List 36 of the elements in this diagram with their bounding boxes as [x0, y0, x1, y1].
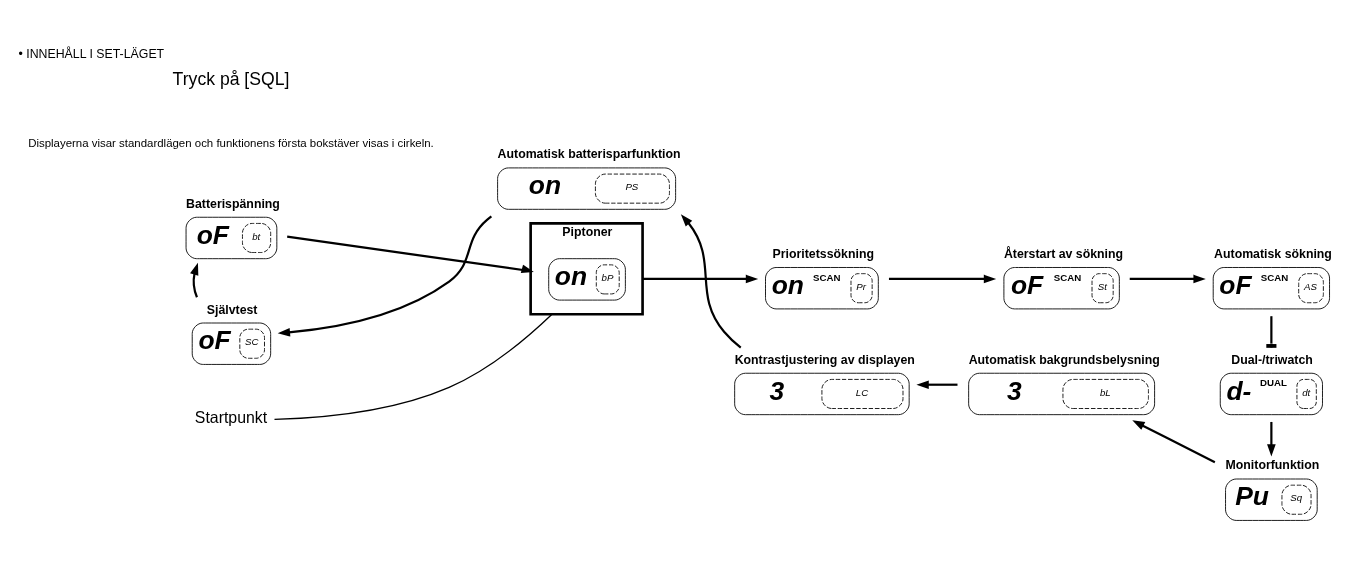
node-label: Kontrastjustering av displayen — [734, 352, 915, 367]
connector — [273, 313, 553, 420]
node-label: Automatisk sökning — [1214, 246, 1332, 261]
diagram-title: • INNEHÅLL I SET-LÄGET — [18, 46, 165, 61]
node-box: oF SCAN St — [1003, 267, 1120, 310]
node-label: Batterispänning — [186, 196, 280, 211]
arrow — [916, 380, 958, 390]
arrow — [642, 274, 759, 284]
arrow — [190, 262, 199, 298]
label: Displayerna visar standardlägen och funktionens första bokstäver visas i cirkeln. — [28, 137, 434, 150]
node-box: 3 bL — [968, 372, 1156, 416]
arrow — [888, 274, 997, 284]
node-label: Självtest — [206, 302, 258, 317]
node-label: Dual-/triwatch — [1231, 352, 1313, 367]
arrow — [1132, 420, 1216, 464]
arrow — [287, 235, 534, 274]
node-box: on SCAN Pr — [765, 267, 879, 310]
node-label: Automatisk bakgrundsbelysning — [968, 352, 1160, 367]
label: Tryck på [SQL] — [172, 69, 290, 90]
node-box: oF SCAN AS — [1212, 267, 1330, 310]
node-box: 3 LC — [734, 372, 910, 416]
node-label: Återstart av sökning — [1003, 246, 1124, 261]
node-box: d- DUAL dt — [1219, 372, 1323, 416]
node-box: Pu Sq — [1225, 478, 1318, 521]
node-label: Automatisk batterisparfunktion — [497, 147, 681, 162]
arrow — [1129, 274, 1206, 284]
node-box: oF bt — [185, 216, 278, 260]
node-label: Monitorfunktion — [1225, 458, 1320, 473]
node-box: on bP — [548, 258, 626, 301]
arrow — [680, 214, 742, 349]
arrow — [1267, 421, 1276, 457]
arrow — [277, 215, 493, 337]
node-text: Startpunkt — [194, 408, 268, 426]
node-box: on PS — [497, 167, 677, 210]
node-box: oF SC — [191, 322, 272, 365]
node-label: Prioritetssökning — [772, 246, 874, 261]
